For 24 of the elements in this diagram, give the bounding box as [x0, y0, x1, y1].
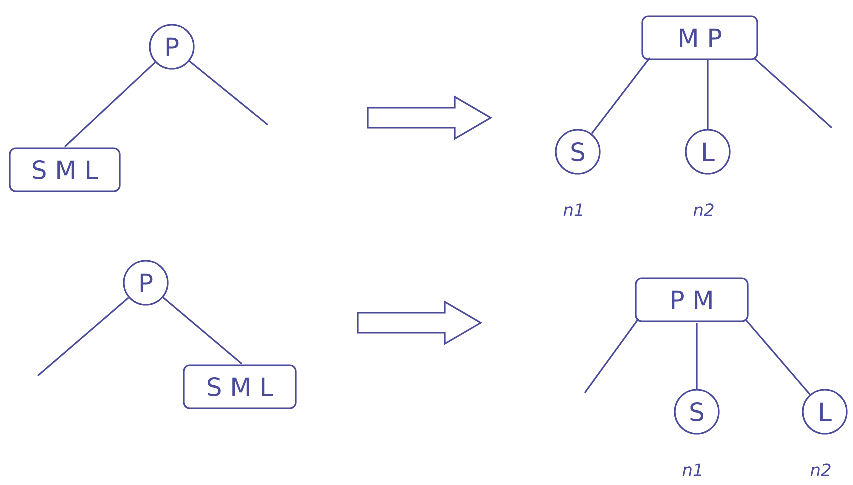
node-caption: n1 [682, 464, 702, 476]
node-caption: n2 [810, 464, 831, 476]
rounded-box: S M L [183, 364, 297, 410]
tree-edge [591, 58, 651, 134]
rounded-box: P M [635, 278, 749, 322]
circle-node: P [123, 260, 169, 306]
rounded-box: S M L [9, 148, 121, 192]
tree-edge [707, 59, 709, 130]
circle-node: L [685, 129, 731, 175]
tree-edge [162, 297, 243, 365]
tree-edge [189, 60, 268, 126]
tree-edge [745, 319, 811, 396]
tree-edge [753, 57, 833, 129]
circle-node: P [149, 24, 195, 70]
rounded-box: M P [642, 16, 758, 60]
circle-node: L [802, 389, 848, 435]
tree-edge [37, 297, 130, 377]
tree-edge [696, 323, 698, 390]
circle-node: S [674, 389, 720, 435]
tree-edge [584, 320, 639, 394]
circle-node: S [555, 129, 601, 175]
tree-edge [64, 62, 156, 148]
node-caption: n2 [694, 204, 714, 216]
node-caption: n1 [564, 204, 582, 216]
